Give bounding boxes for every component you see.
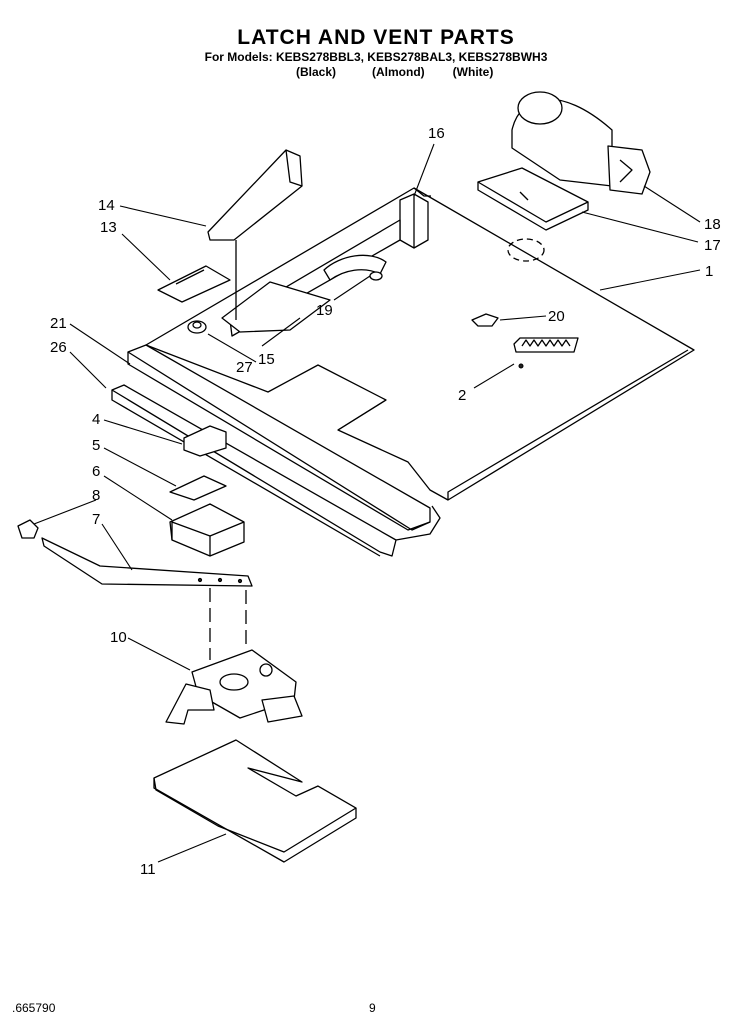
- callout-5: 5: [92, 437, 100, 454]
- callout-20: 20: [548, 308, 565, 325]
- model-list: For Models: KEBS278BBL3, KEBS278BAL3, KE…: [204, 50, 548, 64]
- clip: [471, 313, 499, 327]
- fan-bracket: [477, 167, 589, 231]
- damper-tube: [323, 254, 387, 281]
- vent-duct: [187, 281, 331, 334]
- page-title: LATCH AND VENT PARTS: [237, 26, 515, 49]
- oven-top-panel: [145, 187, 695, 501]
- callout-7: 7: [92, 511, 100, 528]
- insulator: [169, 475, 227, 501]
- latch-knob: [17, 519, 39, 539]
- callout-11: 11: [140, 861, 156, 878]
- color-black: (Black): [296, 65, 337, 79]
- callout-6: 6: [92, 463, 100, 480]
- callout-2: 2: [458, 387, 466, 404]
- callout-13: 13: [100, 219, 117, 236]
- callout-18: 18: [704, 216, 721, 233]
- latch-arm: [41, 537, 253, 660]
- callout-16: 16: [428, 125, 445, 142]
- color-white: (White): [452, 65, 494, 79]
- leader-lines: [33, 143, 701, 863]
- vent-insert: [513, 337, 579, 369]
- callout-10: 10: [110, 629, 127, 646]
- callout-14: 14: [98, 197, 115, 214]
- latch-assembly: [165, 649, 303, 725]
- front-rails: [111, 344, 441, 557]
- latch-bracket: [169, 503, 245, 557]
- callout-15: 15: [258, 351, 275, 368]
- bottom-plate: [153, 739, 357, 863]
- page-number: 9: [369, 1001, 376, 1015]
- callout-17: 17: [704, 237, 721, 254]
- switch: [183, 425, 227, 457]
- callout-26: 26: [50, 339, 67, 356]
- callout-8: 8: [92, 487, 100, 504]
- vent-cover: [207, 149, 303, 320]
- callout-27: 27: [236, 359, 253, 376]
- color-legend: (Black) (Almond) (White): [296, 65, 493, 79]
- callout-4: 4: [92, 411, 100, 428]
- fan-motor: [511, 91, 651, 195]
- vent-screen: [157, 265, 231, 303]
- callout-labels: 14 13 16 18 17 1 19 20 21 26 27 15 2 4 5…: [50, 125, 721, 878]
- callout-21: 21: [50, 315, 67, 332]
- document-code: .665790: [12, 1001, 56, 1015]
- color-almond: (Almond): [372, 65, 425, 79]
- callout-19: 19: [316, 302, 333, 319]
- callout-1: 1: [705, 263, 713, 280]
